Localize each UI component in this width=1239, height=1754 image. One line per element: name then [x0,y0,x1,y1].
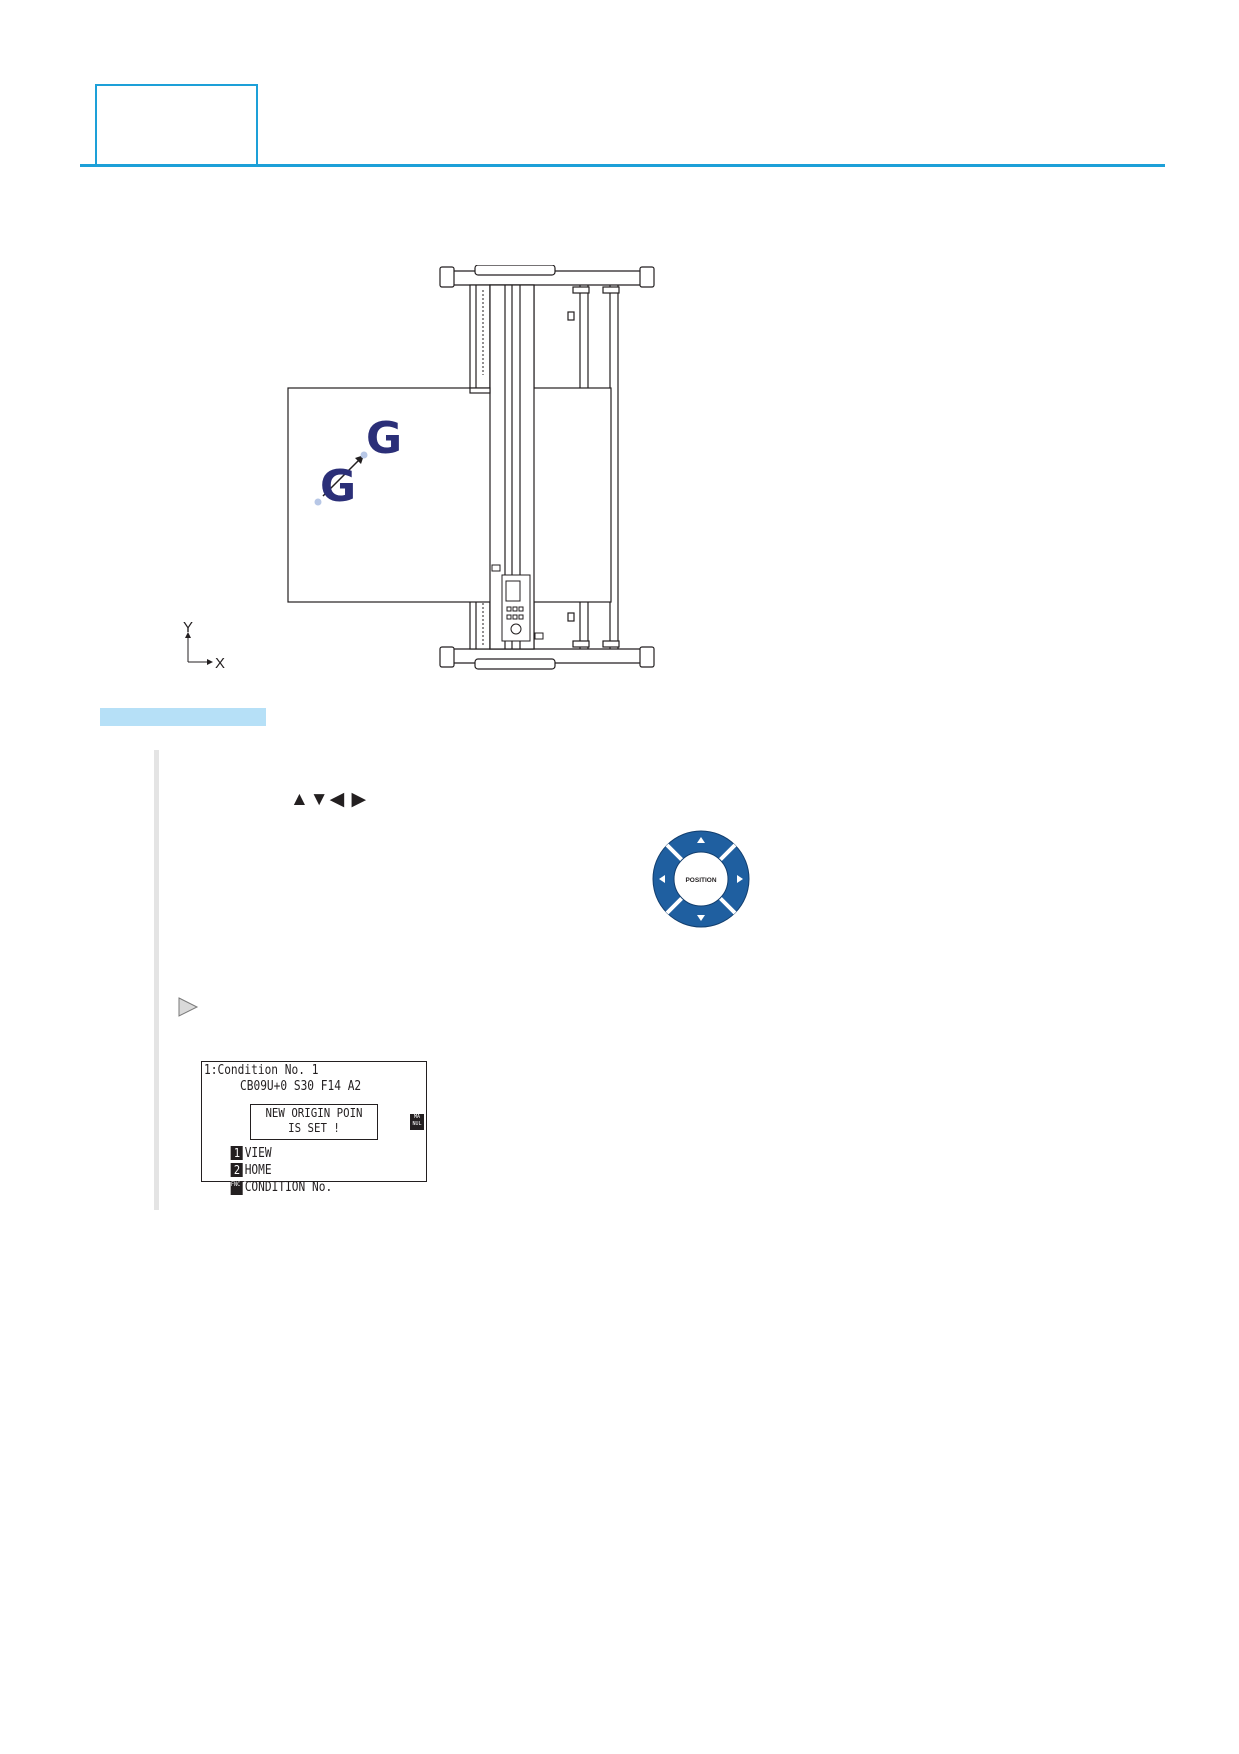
step-indicator-line [154,750,159,1210]
lcd-manual-badge: MA NUL [410,1114,424,1130]
xy-axis-indicator: Y X [183,620,225,672]
lcd-menu-item-condition: FNC ERCONDITION No. [204,1162,332,1213]
left-arrow-icon[interactable] [659,875,665,883]
position-key-pad[interactable]: POSITION [651,829,751,929]
lcd-key-2: 2 [230,1163,243,1177]
lcd-origin-message: NEW ORIGIN POIN IS SET ! [250,1104,378,1140]
lcd-view-label: VIEW [244,1146,272,1161]
arrow-keys-glyphs: ▲▼◀ ▶ [290,789,368,810]
axis-x-label: X [215,655,225,672]
section-heading-bar [100,708,266,726]
lcd-key-1: 1 [230,1146,243,1160]
header-tab-box [95,84,258,166]
axis-y-label: Y [183,620,193,636]
header-rule [80,164,1165,167]
old-origin-marker: G [320,461,356,512]
lcd-message-line2: IS SET ! [288,1120,340,1135]
result-arrow-icon [178,997,199,1017]
down-arrow-icon[interactable] [697,915,705,921]
lcd-condition-label: CONDITION No. [244,1180,333,1195]
origin-move-arrow [322,459,360,497]
position-key-label: POSITION [685,877,716,884]
lcd-home-label: HOME [244,1163,272,1178]
new-origin-marker: G [366,413,402,464]
up-arrow-icon[interactable] [697,837,705,843]
lcd-message-line1: NEW ORIGIN POIN [265,1105,363,1120]
new-origin-dot [360,451,368,459]
plotter-illustration: G G [287,265,655,670]
lcd-key-fnc: FNC ER [230,1180,250,1195]
lcd-condition-title: 1:Condition No. 1 [204,1063,319,1078]
old-origin-dot [314,498,322,506]
right-arrow-icon[interactable] [737,875,743,883]
control-panel [491,564,544,642]
lcd-condition-values: CB09U+0 S30 F14 A2 [240,1079,362,1094]
media-sheet [287,387,612,603]
